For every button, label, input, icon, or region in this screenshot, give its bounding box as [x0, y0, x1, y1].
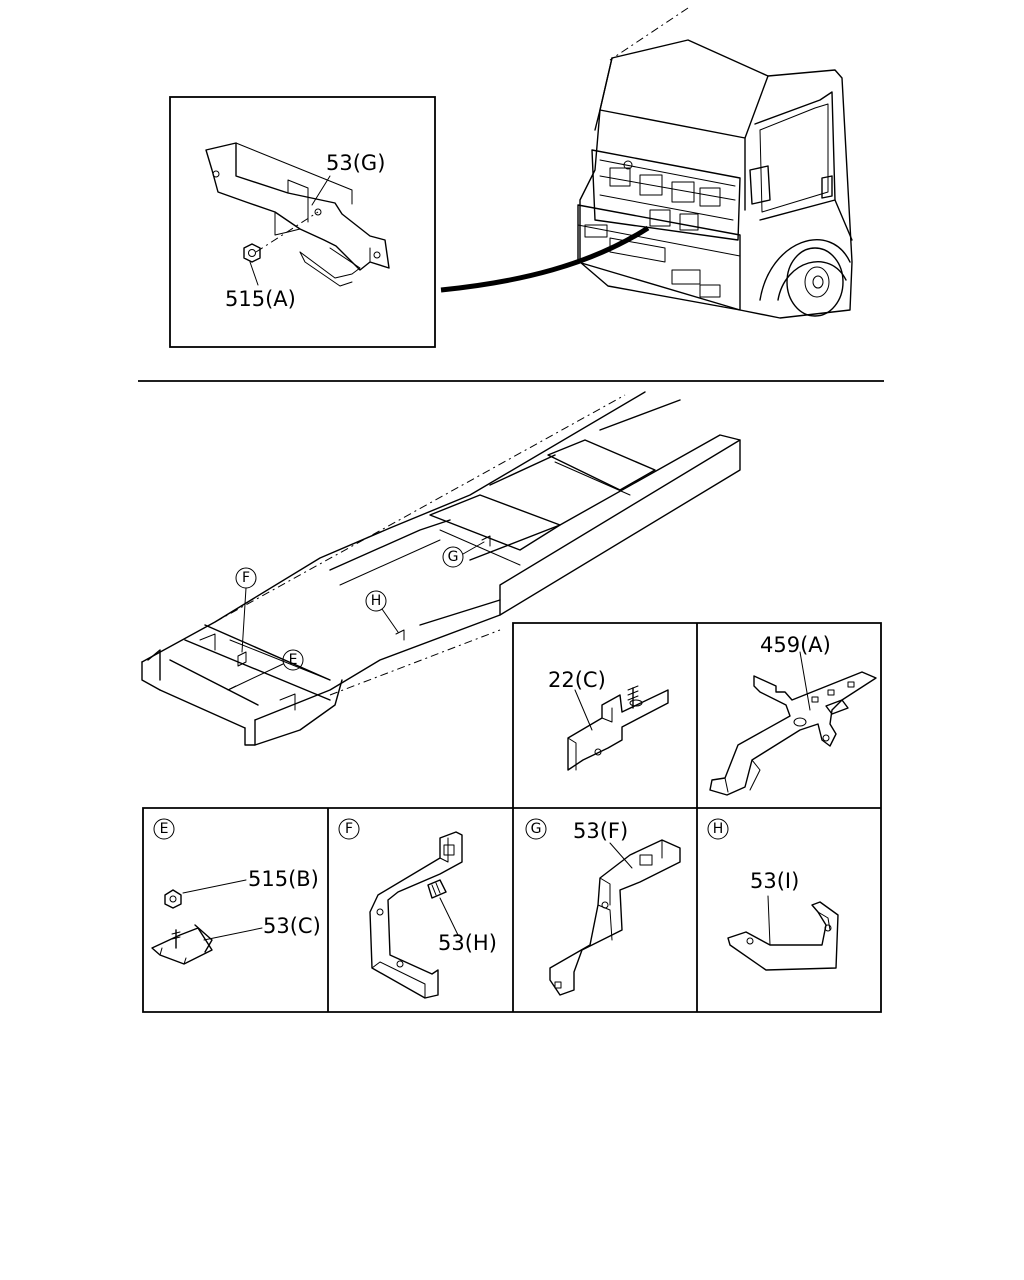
top-inset-frame	[169, 96, 436, 348]
bracket-53g-drawing	[205, 142, 390, 287]
label-22c: 22(C)	[548, 668, 606, 692]
label-53i: 53(I)	[750, 869, 799, 893]
truck-cab-drawing	[577, 7, 853, 319]
frame-callout-f: F	[235, 567, 257, 653]
frame-callout-e: E	[227, 649, 304, 691]
svg-text:E: E	[289, 652, 298, 668]
panel-h: H 53(I)	[707, 818, 839, 971]
marker-e: E	[160, 821, 169, 837]
frame-callout-g: G	[442, 541, 485, 568]
marker-g: G	[531, 821, 542, 837]
panel-f: F 53(H)	[338, 818, 497, 999]
label-53f: 53(F)	[573, 819, 628, 843]
detail-grid	[142, 622, 882, 1013]
svg-text:H: H	[371, 593, 382, 609]
label-515b: 515(B)	[248, 867, 319, 891]
panel-e: E 515(B) 53(C)	[151, 818, 321, 965]
label-53h: 53(H)	[438, 931, 497, 955]
top-inset-panel: 53(G) 515(A)	[169, 96, 436, 348]
panel-459a: 459(A)	[709, 633, 877, 796]
inset-pointer-line	[440, 225, 650, 293]
label-459a: 459(A)	[760, 633, 831, 657]
chassis-frame-drawing	[141, 391, 741, 746]
panel-g: G 53(F)	[525, 818, 681, 996]
marker-f: F	[345, 821, 353, 837]
svg-text:G: G	[448, 549, 459, 565]
label-515a: 515(A)	[225, 287, 296, 311]
frame-callout-h: H	[365, 590, 399, 633]
panel-22c: 22(C)	[548, 668, 669, 771]
marker-h: H	[713, 821, 724, 837]
label-53c: 53(C)	[263, 914, 321, 938]
svg-text:F: F	[242, 570, 250, 586]
nut-515a-drawing	[243, 243, 261, 263]
label-53g: 53(G)	[326, 151, 385, 175]
